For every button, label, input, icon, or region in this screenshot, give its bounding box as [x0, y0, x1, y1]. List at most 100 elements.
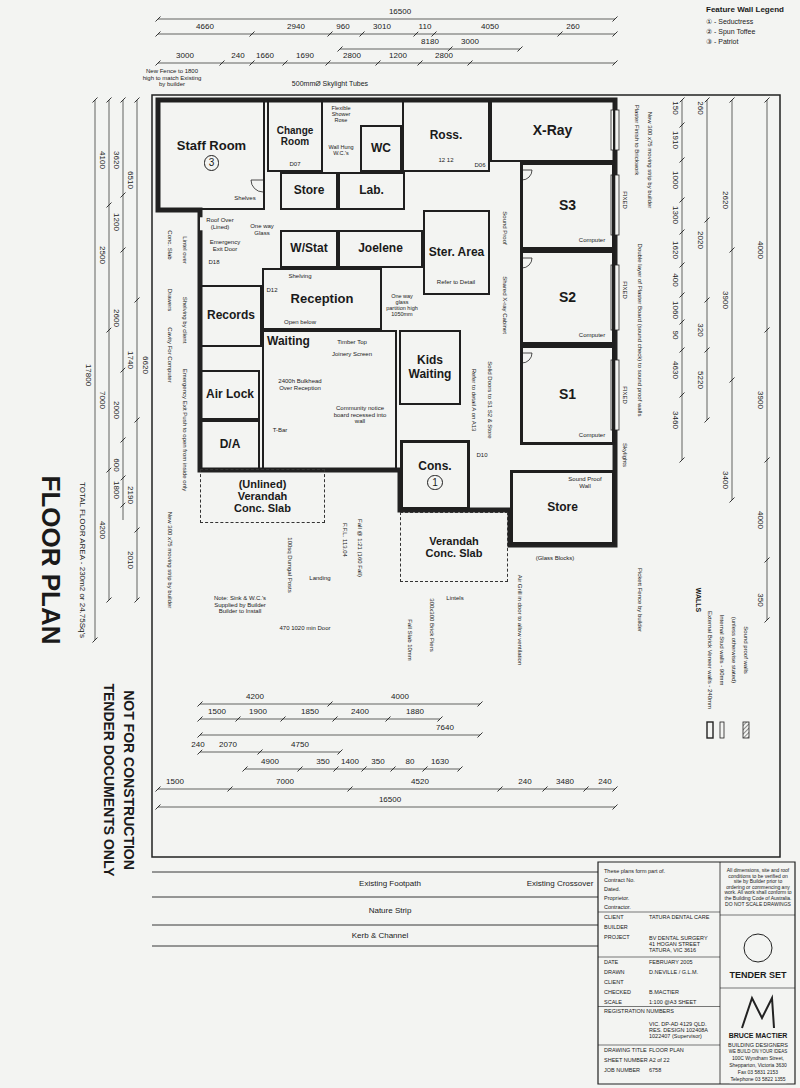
dimension: 3900: [721, 290, 730, 310]
dimension-tick: [730, 378, 735, 383]
dimension: 1000: [671, 170, 680, 190]
dimension: 2400: [350, 708, 370, 717]
legend-entry: ③ - Patriot: [705, 38, 739, 46]
room: VerandahConc. Slab: [400, 512, 508, 582]
dimension: 3620: [112, 150, 121, 170]
title-block-divider: [598, 1045, 720, 1046]
dimension-tick: [680, 230, 685, 235]
note: Roof Over (Lined): [200, 217, 240, 230]
room-name: Waiting: [267, 335, 310, 348]
dimension-tick: [680, 348, 685, 353]
dimension-tick: [135, 98, 140, 103]
note: Double layer of Plaster Board (sound che…: [637, 243, 644, 418]
note: CLIENT: [603, 914, 625, 920]
note: Flexible Shower Rose: [324, 105, 358, 123]
dimension-tick: [198, 702, 203, 707]
note: New Fence to 1800 high to match Existing…: [141, 68, 203, 88]
room-name: Ster. Area: [429, 246, 485, 259]
dimension-tick: [220, 61, 225, 66]
note: Drawers: [167, 288, 174, 312]
room: Store: [280, 172, 338, 210]
note: 12 12: [437, 157, 454, 164]
dimension-tick: [432, 32, 437, 37]
room-name: Conc. Slab: [426, 547, 483, 559]
room-name: Cons.: [418, 460, 451, 473]
dimension-tick: [765, 618, 770, 623]
note: D18: [207, 259, 220, 266]
note: BV DENTAL SURGERY 41 HOGAN STREET TATURA…: [648, 935, 716, 953]
note: DRAWING TITLE: [603, 1047, 648, 1053]
room-name: Change Room: [272, 125, 318, 147]
note: A2 of 22: [648, 1057, 671, 1063]
note: Shelving: [287, 273, 312, 280]
dimension: 8180: [420, 38, 440, 47]
note: FIXED: [622, 385, 629, 405]
dimension-tick: [250, 32, 255, 37]
dimension-tick: [386, 717, 391, 722]
legend-entry: ② - Spun Toffee: [705, 28, 756, 36]
dimension-tick: [705, 348, 710, 353]
dimension-tick: [298, 767, 303, 772]
note: Landing: [308, 575, 331, 582]
room-name: Conc. Slab: [234, 502, 291, 514]
dimension: 3000: [460, 38, 480, 47]
dimension: 4050: [480, 23, 500, 32]
dimension: 960: [335, 23, 350, 32]
room: Records: [200, 285, 262, 347]
room: WC: [360, 125, 402, 172]
dimension: 6758: [648, 1067, 662, 1073]
room: Kids Waiting: [399, 330, 461, 405]
note: DATE: [603, 959, 619, 965]
dimension: 240: [517, 778, 532, 787]
sheet-frame: [152, 95, 780, 857]
note: Note: Sink & W.C.'s Supplied by Builder …: [205, 595, 275, 615]
room-name: Store: [547, 501, 578, 514]
dimension: 240: [190, 741, 205, 750]
dimension: 7000: [275, 778, 295, 787]
dimension: 4000: [390, 693, 410, 702]
dimension: 1500: [207, 708, 227, 717]
dimension: 2800: [342, 52, 362, 61]
dimension-tick: [730, 498, 735, 503]
room-name: Reception: [291, 292, 354, 306]
note: Shelves: [233, 195, 256, 202]
room-name: Lab.: [359, 184, 384, 197]
dimension-tick: [156, 17, 161, 22]
dimension: 2190: [126, 485, 135, 505]
dimension-tick: [468, 61, 473, 66]
door-swing: [522, 258, 532, 268]
dimension-tick: [765, 558, 770, 563]
room-name: WC: [371, 142, 391, 155]
dimension-tick: [328, 702, 333, 707]
dimension-tick: [107, 328, 112, 333]
dimension-line: [158, 63, 615, 64]
dimension: 2600: [112, 308, 121, 328]
company-logo: [742, 998, 774, 1028]
street-line: [152, 925, 598, 926]
room-name: Records: [207, 309, 255, 322]
note: Dated.: [603, 886, 621, 892]
dimension: 6510: [126, 170, 135, 190]
room-name: Kids Waiting: [404, 354, 456, 380]
dimension-tick: [584, 787, 589, 792]
dimension-tick: [156, 61, 161, 66]
note: Shepparton, Victoria 3630: [728, 1063, 788, 1069]
dimension-line: [95, 100, 96, 640]
note: Shared X-ray Cabinet: [502, 275, 509, 335]
note: One way Glass: [249, 223, 275, 236]
dimension-line: [200, 704, 480, 705]
dimension-tick: [338, 750, 343, 755]
note: D06: [473, 162, 486, 169]
dimension-tick: [107, 598, 112, 603]
dimension: 1200: [112, 212, 121, 232]
note: VIC. DP-AD 4129 QLD. RES. DESIGN 102408A…: [648, 1021, 716, 1039]
dimension-tick: [680, 98, 685, 103]
dimension: 3400: [721, 470, 730, 490]
dimension-tick: [326, 61, 331, 66]
door-swing: [522, 353, 532, 363]
dimension: 350: [315, 758, 330, 767]
note: All dimensions, site and roof conditions…: [723, 868, 793, 907]
note: Existing Crossover: [526, 880, 595, 889]
dimension-line: [200, 735, 480, 736]
dimension: 4000: [756, 240, 765, 260]
